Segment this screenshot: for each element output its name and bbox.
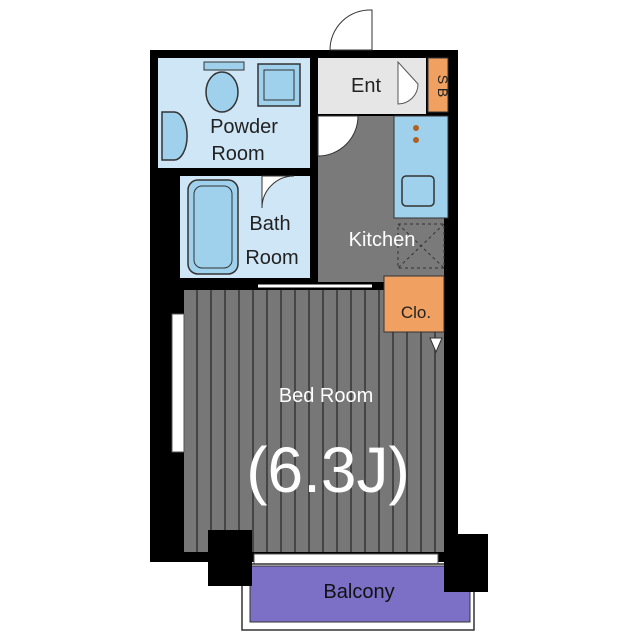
powder-room-label: Powder: [210, 116, 278, 138]
bath-door-icon: [261, 175, 295, 209]
shoe-box: [427, 57, 449, 113]
burner-icon: [413, 137, 419, 143]
entrance-door-icon: [329, 9, 373, 51]
toilet-icon: [205, 71, 239, 113]
bathtub-icon: [187, 179, 239, 275]
bed-room: [184, 290, 444, 552]
kitchen-label: Kitchen: [349, 229, 416, 251]
bed-room-label: Bed Room: [279, 385, 374, 407]
fridge-space-icon: [397, 223, 445, 269]
closet-label: Clo.: [401, 303, 431, 322]
bath-room-label: Bath: [249, 213, 290, 235]
closet-swing-icon: [397, 60, 419, 105]
washbasin-icon: [257, 63, 301, 107]
pillar-right: [444, 534, 488, 592]
hall-door-icon: [317, 115, 359, 157]
powder-room-label: Room: [211, 143, 264, 165]
washing-machine-icon: [161, 111, 188, 161]
sink-counter: [203, 61, 245, 71]
balcony-window: [253, 553, 439, 565]
closet-door-marker-icon: [429, 337, 443, 354]
kitchen-sink-icon: [401, 175, 435, 207]
pillar-left: [208, 530, 252, 586]
burner-icon: [413, 125, 419, 131]
left-window: [171, 313, 185, 453]
bath-room-label: Room: [245, 247, 298, 269]
entrance-label: Ent: [351, 75, 381, 97]
balcony: [249, 565, 471, 623]
balcony-label: Balcony: [323, 581, 394, 603]
shoe-box-label: S B: [435, 75, 451, 98]
closet: [383, 275, 445, 333]
bed-room-size: (6.3J): [246, 434, 410, 506]
